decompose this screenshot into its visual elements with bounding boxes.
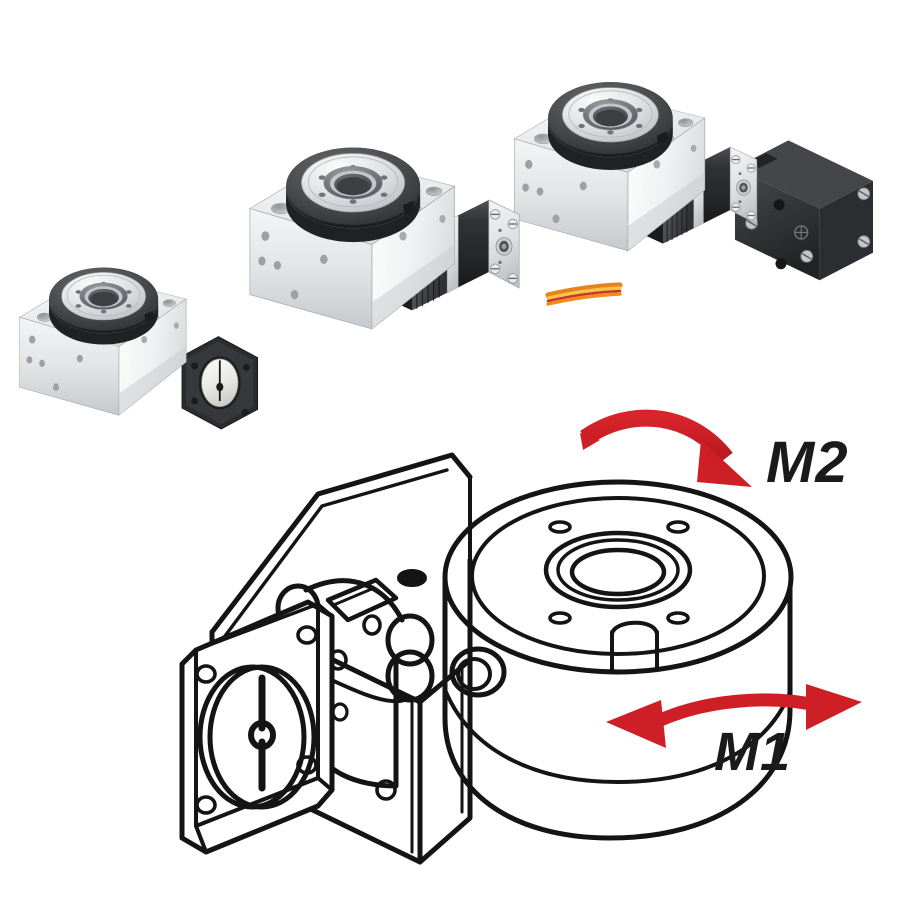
schematic-rotary-cylinder — [442, 479, 794, 841]
unit-rotary-table-with-stepper-motor — [249, 147, 623, 330]
motion-label-m1: M1 — [714, 722, 791, 782]
motion-label-m2: M2 — [766, 430, 849, 495]
motion-arrow-m2 — [580, 409, 752, 487]
schematic-dial-flange — [179, 599, 335, 855]
motor-cable-bundle — [545, 282, 623, 306]
motion-arrow-m1 — [606, 684, 862, 748]
schematic-line-drawing — [179, 452, 794, 865]
